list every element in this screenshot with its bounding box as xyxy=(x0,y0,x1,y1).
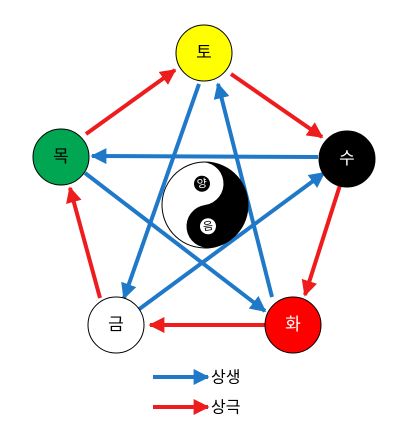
node-water-label: 수 xyxy=(339,149,355,169)
generating-arrow-metal-water xyxy=(136,171,326,312)
overcoming-arrow-earth-water xyxy=(229,72,324,139)
generating-arrow-earth-metal xyxy=(121,83,201,300)
generating-arrow-water-wood xyxy=(90,148,319,165)
node-earth-circle xyxy=(175,24,233,82)
node-wood-circle xyxy=(32,128,90,186)
node-metal-label: 금 xyxy=(108,315,124,335)
overcoming-arrow-metal-wood xyxy=(66,186,102,299)
node-metal: 금 xyxy=(87,296,145,354)
generating-arrow-wood-fire xyxy=(83,171,267,313)
yin-label: 음 xyxy=(202,219,214,233)
overcoming-arrow-water-fire xyxy=(301,181,343,297)
node-fire-label: 화 xyxy=(285,315,301,335)
yang-label: 양 xyxy=(196,177,208,191)
node-fire-circle xyxy=(264,296,322,354)
overcoming-arrow-wood-earth xyxy=(84,68,177,136)
yin-yang-symbol: 양 음 xyxy=(161,161,249,249)
legend-overcoming-label: 상극 xyxy=(211,398,240,417)
node-fire: 화 xyxy=(264,296,322,354)
legend-generating-label: 상생 xyxy=(211,368,240,387)
node-water: 수 xyxy=(318,130,376,188)
node-wood-label: 목 xyxy=(53,147,69,167)
node-metal-circle xyxy=(87,296,145,354)
node-earth: 토 xyxy=(175,24,233,82)
legend: 상생 상극 xyxy=(153,368,240,417)
node-earth-label: 토 xyxy=(196,43,212,63)
node-wood: 목 xyxy=(32,128,90,186)
node-water-circle xyxy=(318,130,376,188)
